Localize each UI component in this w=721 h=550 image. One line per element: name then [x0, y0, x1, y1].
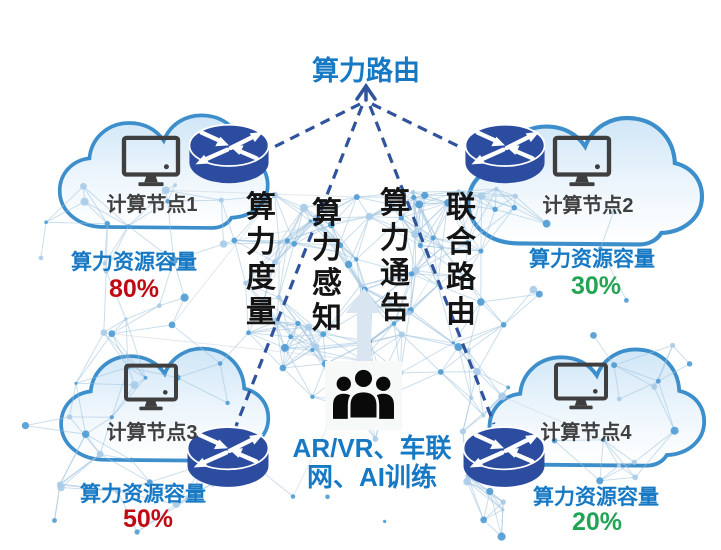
- node3-capacity-label: 算力资源容量: [80, 483, 206, 506]
- pillar-computing-announcement: 算力通告: [380, 187, 410, 325]
- up-arrow-icon: [346, 288, 382, 370]
- node2-capacity-value: 30%: [570, 272, 622, 300]
- node4-capacity-label: 算力资源容量: [533, 486, 659, 509]
- node3-label: 计算节点3: [106, 422, 198, 444]
- node4-capacity-value: 20%: [571, 508, 623, 536]
- diagram-title: 算力路由: [312, 56, 420, 86]
- pillar-joint-routing: 联合路由: [446, 191, 476, 329]
- router-icon-node2: [465, 125, 544, 183]
- node1-capacity-label: 算力资源容量: [71, 251, 197, 274]
- node3-capacity-value: 50%: [122, 505, 174, 533]
- dashed-connection-lines: [234, 102, 496, 427]
- router-icon-node1: [189, 125, 268, 183]
- node1-label: 计算节点1: [106, 194, 198, 216]
- application-text-line1: AR/VR、车联: [292, 433, 452, 463]
- pillar-computing-awareness: 算力感知: [312, 197, 342, 335]
- pillar-computing-measurement: 算力度量: [246, 191, 276, 329]
- node4-label: 计算节点4: [540, 422, 632, 444]
- node2-capacity-label: 算力资源容量: [529, 248, 655, 271]
- node2-label: 计算节点2: [542, 195, 634, 217]
- convergence-arrowhead-icon: [355, 82, 377, 102]
- application-text-line2: 网、AI训练: [306, 462, 437, 492]
- node1-capacity-value: 80%: [108, 275, 160, 303]
